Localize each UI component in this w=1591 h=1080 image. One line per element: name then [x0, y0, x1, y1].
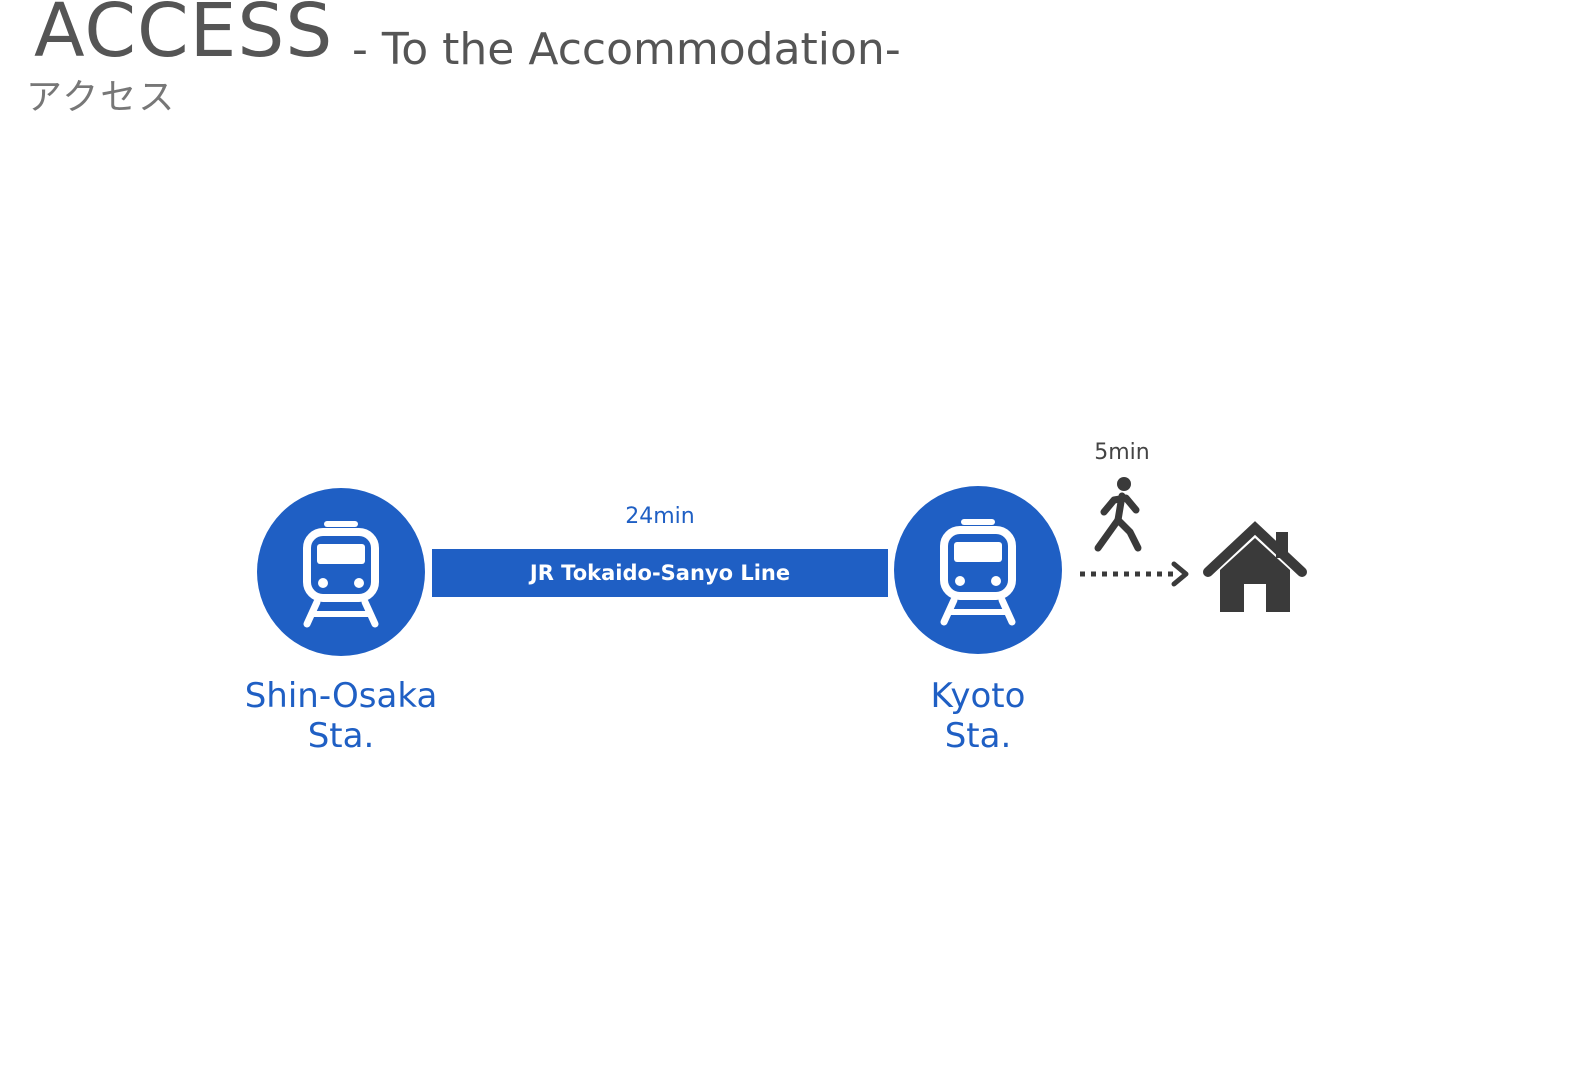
page-subtitle: - To the Accommodation-	[352, 24, 901, 75]
destination-station-name-line2: Sta.	[944, 716, 1012, 756]
rail-line-name: JR Tokaido-Sanyo Line	[529, 561, 791, 585]
page-subtitle-japanese: アクセス	[26, 77, 177, 118]
train-icon	[303, 521, 379, 628]
train-icon	[940, 519, 1016, 626]
walk-duration-label: 5min	[1094, 440, 1150, 465]
destination-station-name-line1: Kyoto	[930, 676, 1026, 716]
page-title: ACCESS	[34, 0, 334, 74]
walking-person-icon	[1094, 477, 1142, 552]
origin-station-node	[257, 488, 425, 656]
origin-station-name-line2: Sta.	[307, 716, 375, 756]
origin-station-name: Shin-Osaka Sta.	[211, 676, 471, 756]
train-duration-label: 24min	[625, 504, 695, 529]
origin-station-name-line1: Shin-Osaka	[244, 676, 438, 716]
dotted-arrow-icon	[1080, 561, 1189, 587]
house-icon	[1203, 521, 1307, 612]
destination-station-name: Kyoto Sta.	[848, 676, 1108, 756]
destination-station-node	[894, 486, 1062, 654]
rail-line-bar: JR Tokaido-Sanyo Line	[432, 549, 888, 597]
